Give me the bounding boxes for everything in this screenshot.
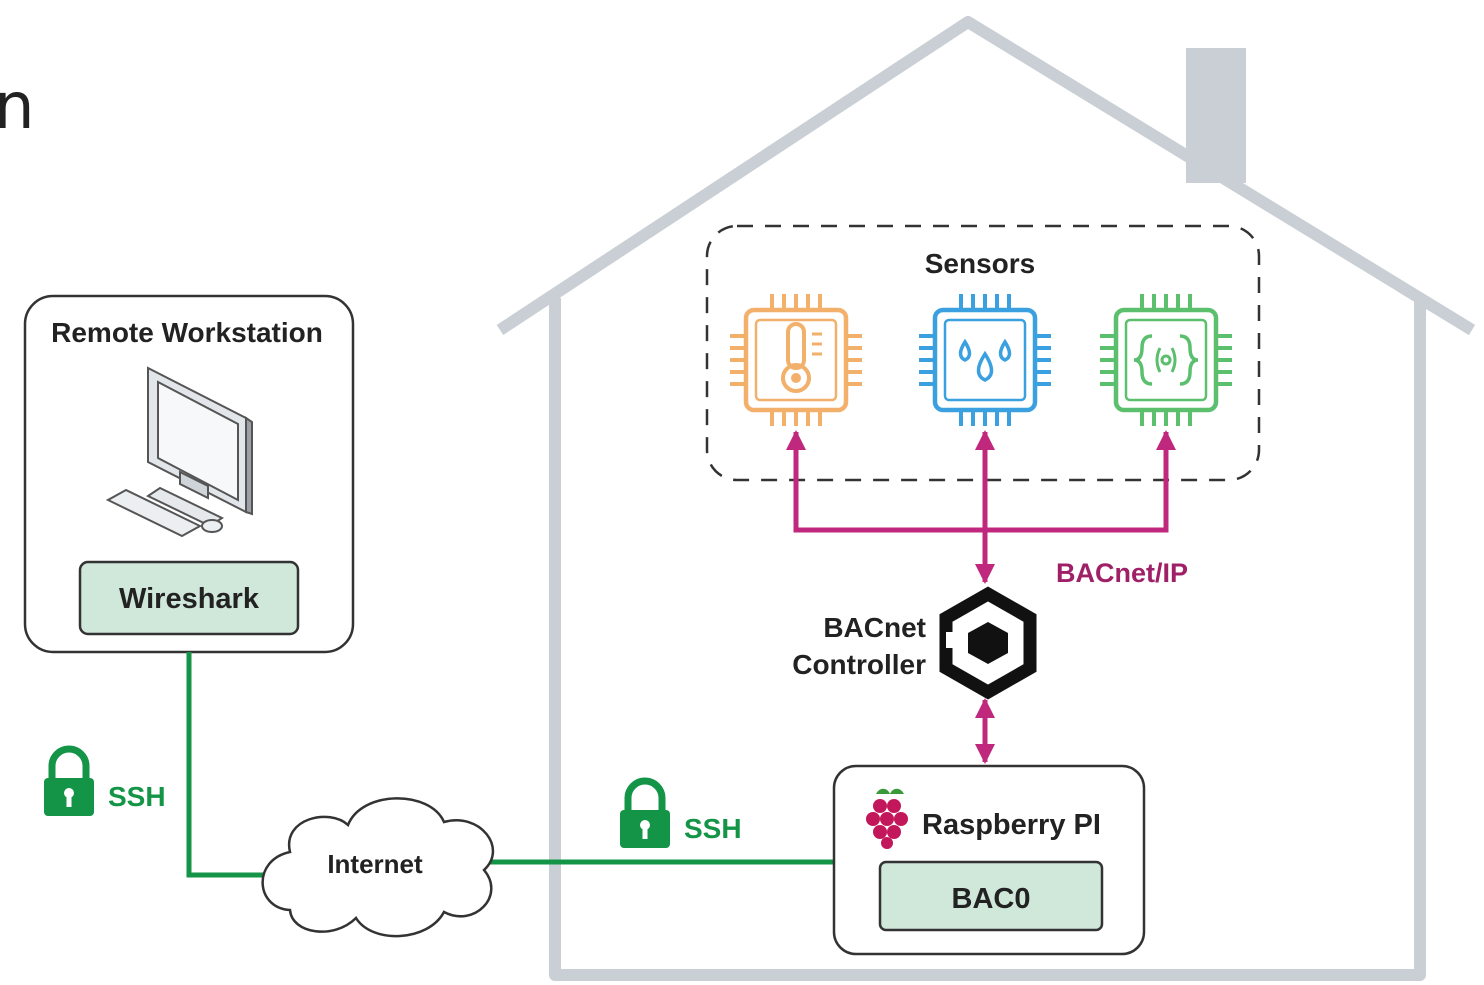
computer-icon — [105, 366, 253, 538]
wireshark-button[interactable] — [78, 560, 300, 636]
title-fragment: n — [0, 70, 35, 144]
ssh-label-right: SSH — [684, 813, 742, 844]
internet-label: Internet — [327, 849, 423, 879]
water-drops-chip-icon — [919, 294, 1051, 426]
bacnet-ip-links — [786, 430, 1176, 764]
raspberry-icon — [866, 788, 908, 849]
internet-cloud: Internet — [261, 797, 495, 938]
ssh-connection-lines — [186, 652, 835, 878]
bacnet-ip-label: BACnet/IP — [1056, 558, 1188, 588]
bacnet-controller-icon — [939, 586, 1037, 700]
raspberry-pi-box: Raspberry PI BAC0 — [832, 764, 1146, 956]
bac0-label: BAC0 — [952, 883, 1031, 915]
sensors-title: Sensors — [925, 248, 1036, 279]
workstation-title: Remote Workstation — [51, 317, 323, 348]
thermometer-chip-icon — [730, 294, 862, 426]
chimney — [1186, 48, 1246, 183]
remote-workstation-box: Remote Workstation Wireshark — [23, 294, 355, 654]
controller-label-line2: Controller — [792, 649, 926, 680]
raspberry-title: Raspberry PI — [922, 809, 1101, 841]
bac0-button[interactable] — [878, 860, 1104, 932]
controller-label-line1: BACnet — [823, 612, 926, 643]
lock-icon — [44, 745, 94, 816]
house-outline — [496, 16, 1476, 981]
code-braces-chip-icon — [1100, 294, 1232, 426]
ssh-label-left: SSH — [108, 781, 166, 812]
wireshark-label: Wireshark — [119, 583, 260, 615]
lock-icon — [620, 777, 670, 848]
